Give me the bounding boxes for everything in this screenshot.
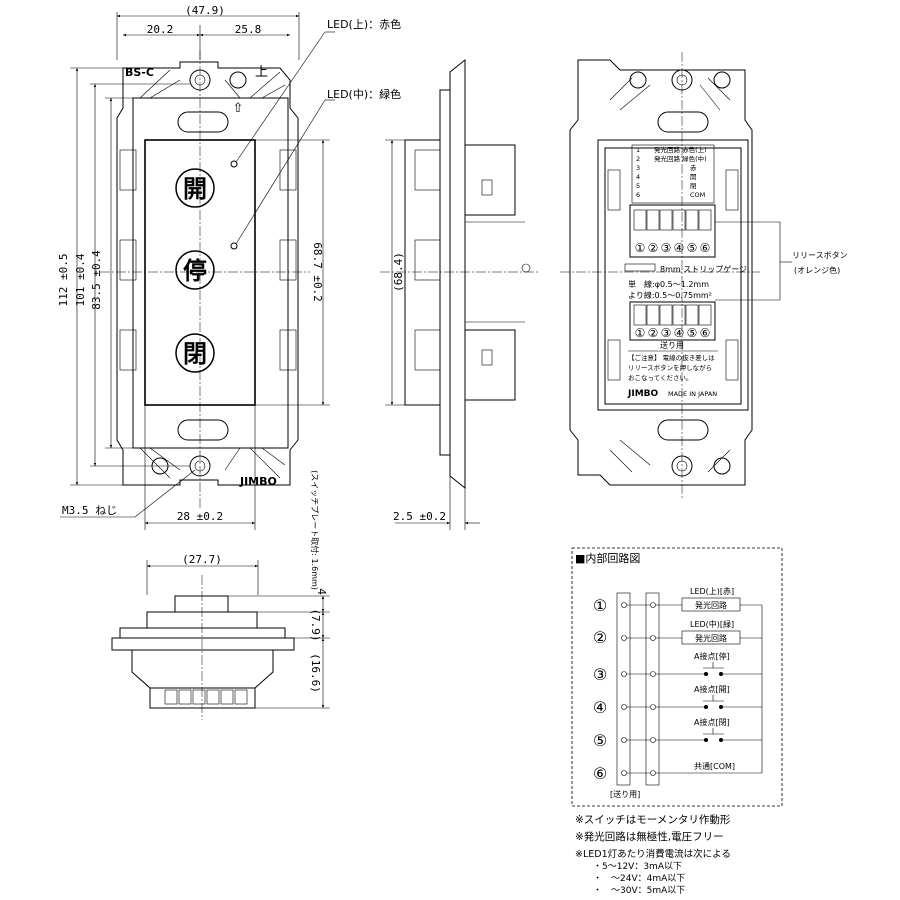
svg-text:③: ③ [593,665,607,684]
up-arrow-icon: ⇧ [233,101,244,116]
svg-text:1: 1 [636,146,640,154]
svg-text:COM: COM [690,191,705,199]
svg-text:発光回路 赤色(上): 発光回路 赤色(上) [654,145,707,154]
back-view: 1 2 3 4 5 6 発光回路 赤色(上) 発光回路 緑色(中) 赤 開 閉 … [560,52,848,500]
row4-label: A接点[開] [694,684,730,694]
dim-overall-width: (47.9) [185,4,225,17]
caution-line2: リリースボタンを押しながら [628,363,712,372]
bottom-dim-16-6: (16.6) [309,653,322,693]
note-12v: ・5〜12V：3mA以下 [593,862,682,872]
led-mid [230,242,238,250]
dim-112: 112 ±0.5 [57,254,70,307]
svg-text:2: 2 [636,155,640,163]
brand-mark: JIMBO [239,475,277,488]
svg-text:⑤: ⑤ [687,326,698,340]
circuit-title: ■内部回路図 [575,551,640,565]
plate-dim: (スイッチプレート取付: 1.6mm) [310,470,320,590]
lower-terminal-numbers: ① ② ③ ④ ⑤ ⑥ [635,326,711,340]
svg-text:④: ④ [674,241,685,255]
led-mid-label: LED(中)：緑色 [327,87,401,101]
svg-text:6: 6 [636,191,640,199]
button-close [175,333,215,373]
circuit-feed-label: [送り用] [610,789,640,799]
top-mark: 上 [255,65,268,80]
svg-text:閉: 閉 [690,182,697,190]
circuit-diagram: ■内部回路図 [送り用] ① ② ③ ④ ⑤ ⑥ [571,547,783,807]
note-current: ※LED1灯あたり消費電流は次による [575,849,731,860]
row2-label: LED(中)[緑] [690,619,734,629]
svg-text:5: 5 [636,182,640,190]
bottom-dim-7-9: (7.9) [309,608,322,641]
strip-gauge: 8mm ストリップゲージ [660,264,747,274]
upper-terminal-numbers: ① ② ③ ④ ⑤ ⑥ [635,241,711,255]
svg-text:②: ② [593,628,607,647]
button-top-label: 開 [183,175,207,203]
side-dim-68: (68.4) [392,252,405,292]
note-polarity: ※発光回路は無極性,電圧フリー [575,831,724,843]
note-momentary: ※スイッチはモーメンタリ作動形 [575,814,731,826]
back-table-rows: 1 2 3 4 5 6 発光回路 赤色(上) 発光回路 緑色(中) 赤 開 閉 … [636,145,707,199]
button-stop [175,250,215,290]
caution-line3: おこなってください。 [628,374,692,382]
wire-stranded: より線:0.5〜0.75mm² [628,290,712,300]
dim-left-offset: 20.2 [147,23,174,36]
front-view: (47.9) 20.2 25.8 開 停 閉 [57,4,401,530]
dim-83: 83.5 ±0.4 [90,250,103,310]
button-mid-label: 停 [183,257,207,285]
side-dim-2-5: 2.5 ±0.2 [393,510,446,523]
note-24v: ・ 〜24V：4mA以下 [593,874,686,884]
svg-text:③: ③ [661,241,672,255]
bottom-width: (27.7) [182,553,222,566]
svg-text:3: 3 [636,164,640,172]
row1-label: LED(上)[赤] [690,587,734,596]
caution-line1: 【ご注意】 電線の抜き差しは [628,353,715,362]
dim-right-offset: 25.8 [235,23,262,36]
svg-text:赤: 赤 [690,164,697,172]
circuit-terminal-numbers: ① ② ③ ④ ⑤ ⑥ [593,596,607,783]
release-button-label: リリースボタン [792,251,848,260]
svg-text:⑥: ⑥ [593,764,607,783]
dim-28: 28 ±0.2 [177,510,223,523]
side-view: (68.4) 2.5 ±0.2 [380,58,540,530]
svg-text:①: ① [635,241,646,255]
svg-text:②: ② [648,241,659,255]
wire-single: 単 線:φ0.5〜1.2mm [628,279,709,289]
led-top-label: LED(上)：赤色 [327,17,401,31]
button-bottom-label: 閉 [183,340,207,368]
svg-text:①: ① [635,326,646,340]
row1-box: 発光回路 [695,600,727,610]
dim-101: 101 ±0.4 [74,253,87,306]
svg-text:⑥: ⑥ [700,326,711,340]
dim-68-7: 68.7 ±0.2 [311,242,324,302]
svg-text:④: ④ [593,698,607,717]
bottom-dim-4: 4 [315,588,328,595]
svg-text:4: 4 [636,173,640,181]
back-brand: JIMBO [627,389,659,399]
row3-label: A接点[停] [694,651,730,661]
svg-text:③: ③ [661,326,672,340]
svg-text:②: ② [648,326,659,340]
made-in-japan: MADE IN JAPAN [668,390,717,398]
row5-label: A接点[閉] [694,717,730,727]
row6-label: 共通[COM] [694,761,735,771]
back-feed-label: 送り用 [660,340,684,350]
svg-text:⑤: ⑤ [593,731,607,750]
svg-text:開: 開 [690,173,697,181]
row2-box: 発光回路 [695,633,727,643]
release-color-label: (オレンジ色) [794,265,840,275]
led-top [230,160,238,168]
svg-text:発光回路 緑色(中): 発光回路 緑色(中) [654,154,707,163]
svg-text:⑤: ⑤ [687,241,698,255]
svg-text:⑥: ⑥ [700,241,711,255]
button-open-top [175,168,215,208]
bottom-view: (27.7) 4 (7.9) (16.6) (スイッチプレート取付: 1.6mm… [111,470,330,720]
screw-label: M3.5 ねじ [62,504,117,517]
svg-text:④: ④ [674,326,685,340]
svg-text:①: ① [593,596,607,615]
note-30v: ・ 〜30V：5mA以下 [593,886,686,896]
model-mark: BS-C [125,66,154,79]
